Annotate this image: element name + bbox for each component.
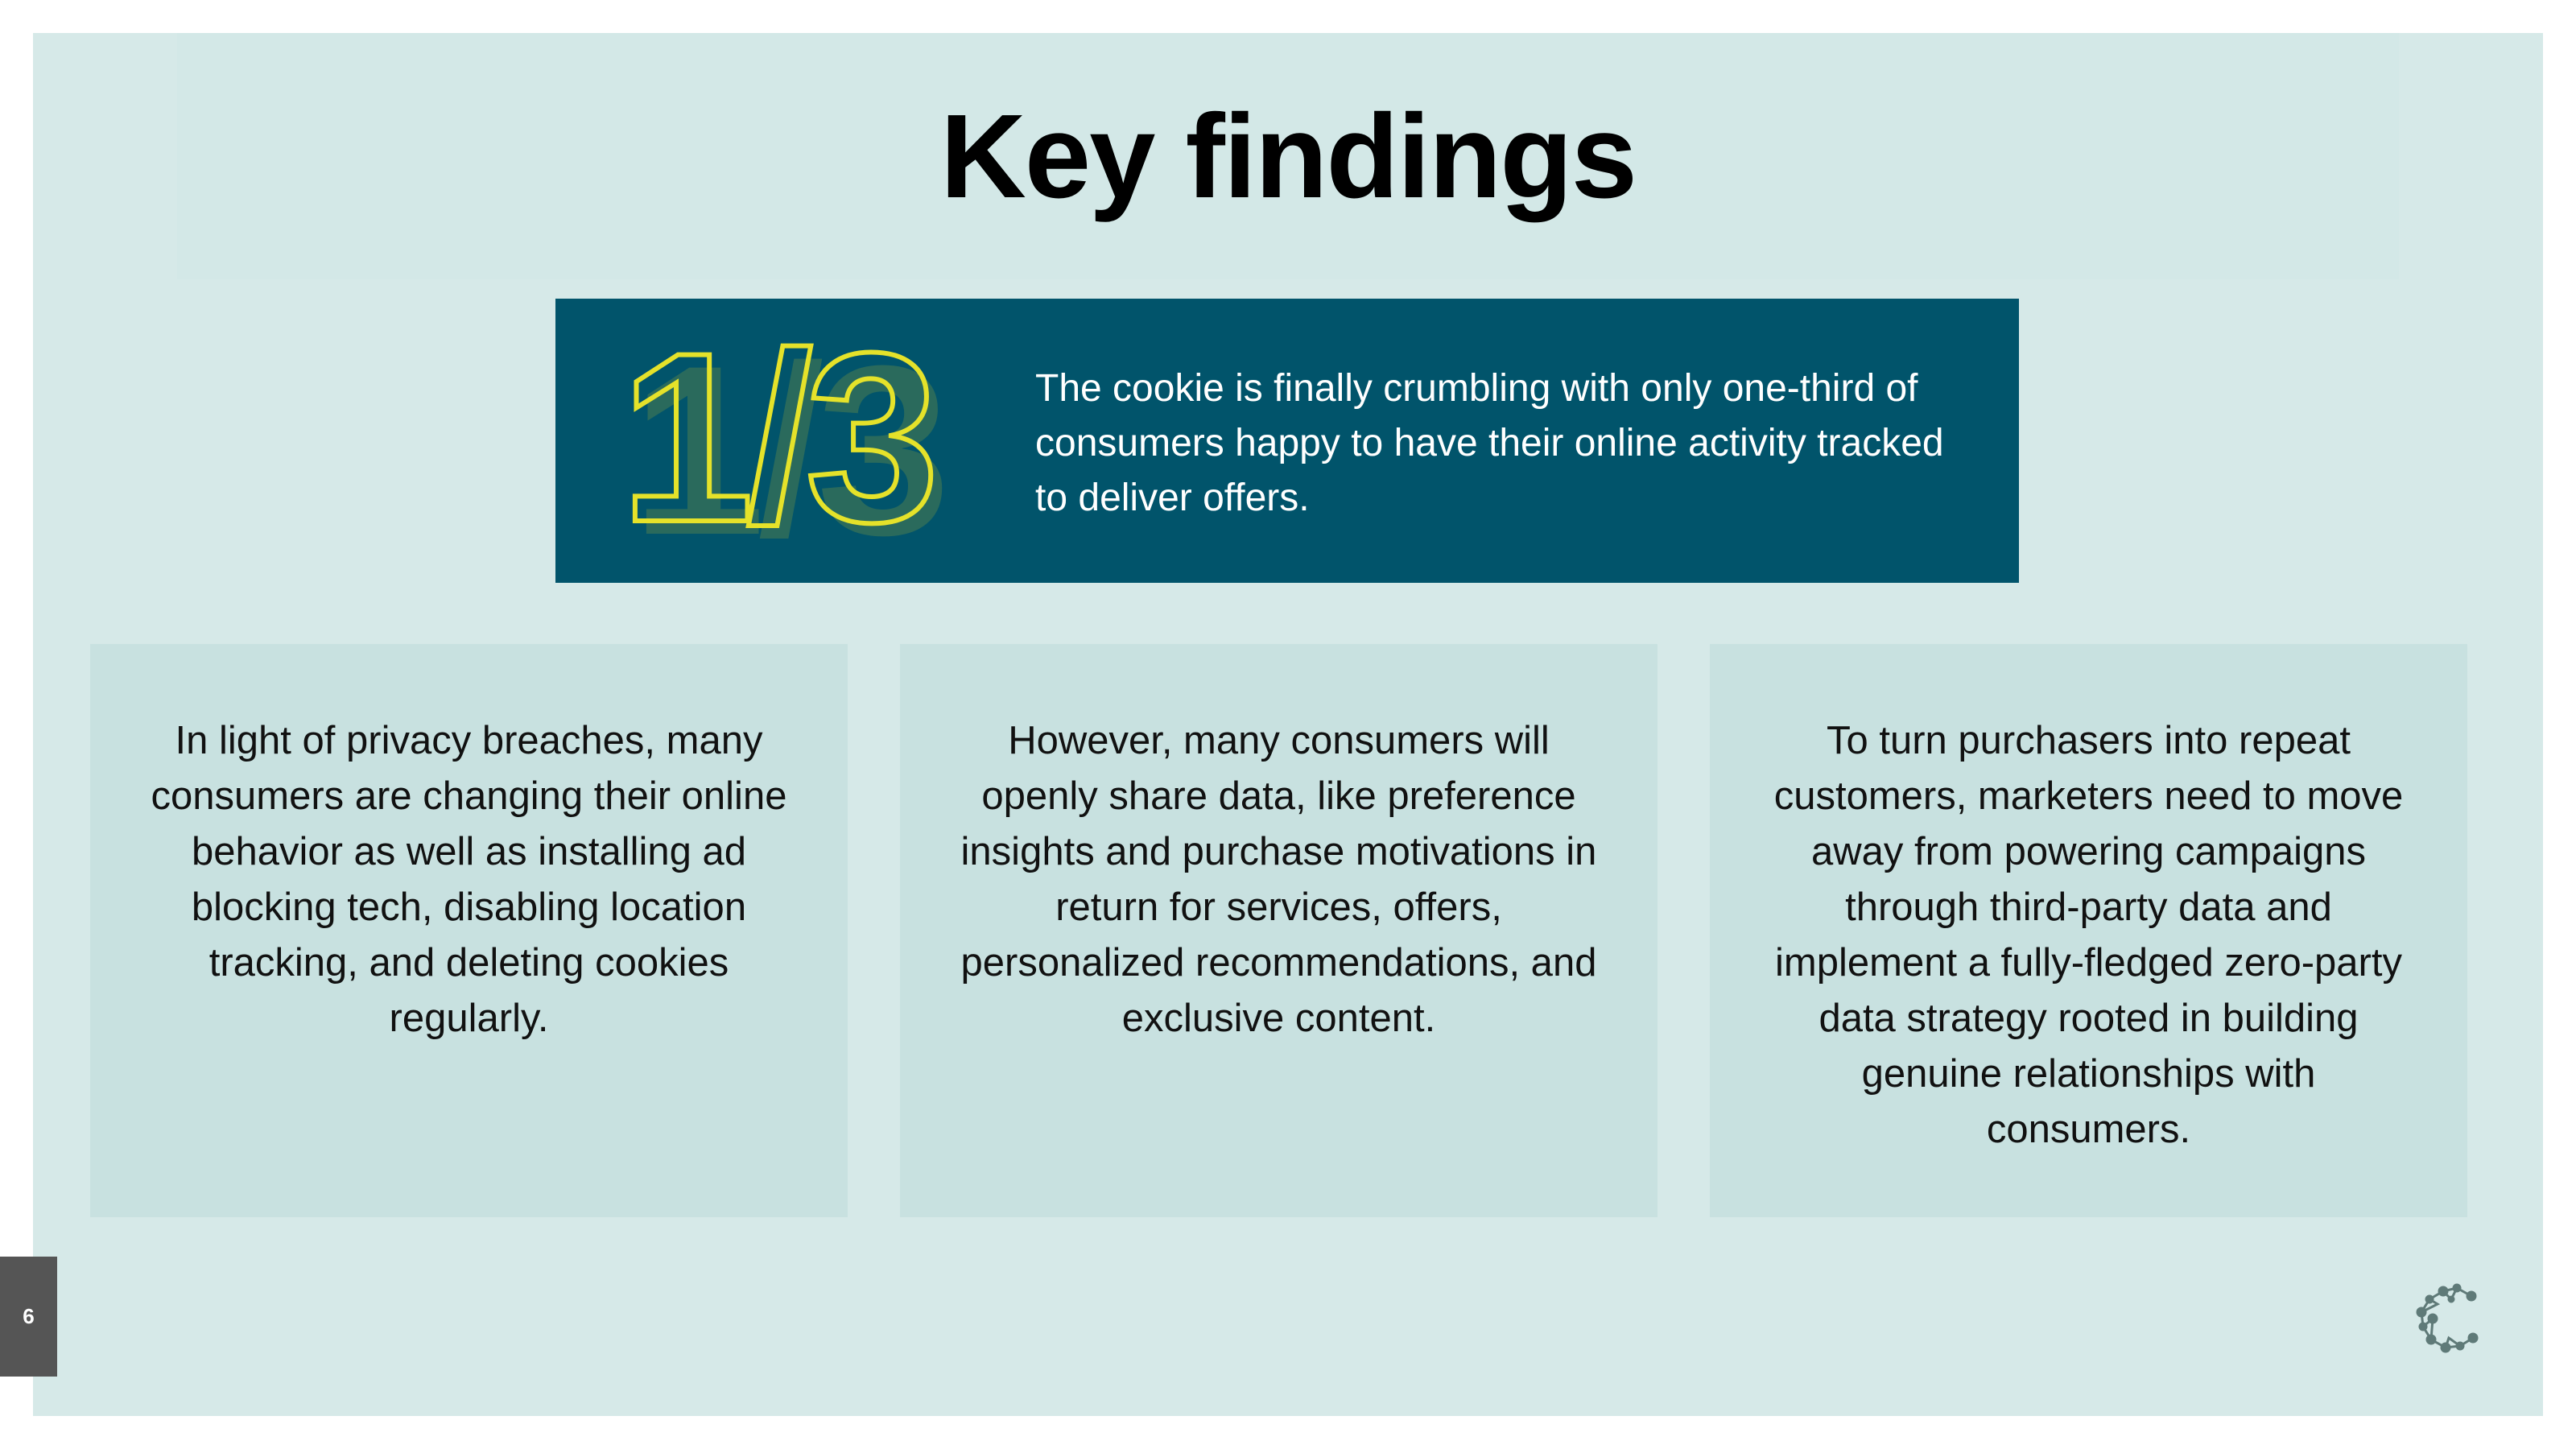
finding-text: To turn purchasers into repeat customers… [1773, 719, 2404, 1151]
finding-card-3: To turn purchasers into repeat customers… [1710, 644, 2467, 1217]
finding-text: However, many consumers will openly shar… [960, 719, 1597, 1040]
stat-graphic: 1/3 1/3 [620, 331, 953, 556]
stat-outline: 1/3 [620, 331, 934, 556]
finding-card-2: However, many consumers will openly shar… [900, 644, 1657, 1217]
hero-text: The cookie is finally crumbling with onl… [1035, 367, 1944, 519]
hero-stat-box: 1/3 1/3 The cookie is finally crumbling … [555, 299, 2019, 583]
title-band [177, 33, 2399, 279]
brand-logo-icon [2416, 1283, 2479, 1353]
finding-card-1: In light of privacy breaches, many consu… [90, 644, 848, 1217]
page-title: Key findings [939, 90, 1637, 223]
stat-shadow: 1/3 [631, 331, 945, 556]
finding-text: In light of privacy breaches, many consu… [151, 719, 787, 1040]
page-number: 6 [0, 1257, 57, 1377]
